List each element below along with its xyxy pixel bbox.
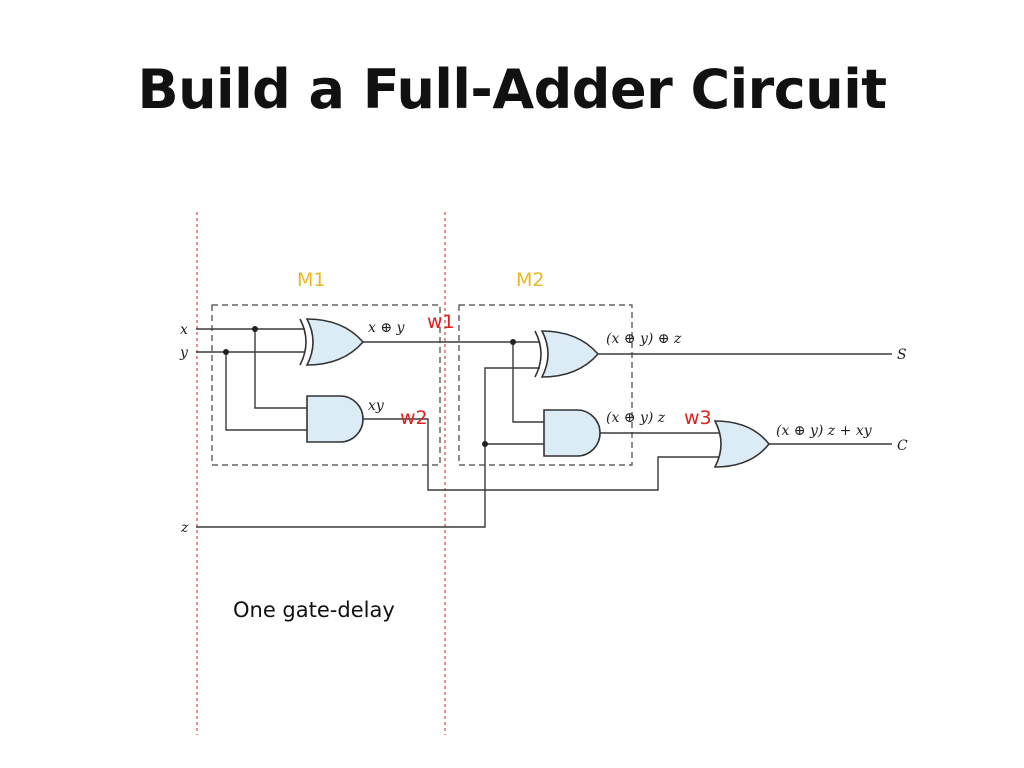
wire-label-w1: w1 (427, 311, 455, 333)
output-c-label: C (897, 438, 908, 454)
or-gate (713, 420, 771, 468)
and2-expression: (x ⊕ y) z (606, 410, 666, 426)
junction-w1 (510, 339, 516, 345)
gate-delay-caption: One gate-delay (233, 598, 395, 622)
module-label-m2: M2 (516, 269, 544, 291)
input-z-label: z (180, 520, 189, 536)
xor1-expression: x ⊕ y (368, 320, 406, 336)
wire-x-to-and1 (254, 329, 308, 409)
wire-label-w3: w3 (684, 407, 712, 429)
wires (196, 328, 892, 528)
xor-gate-2 (534, 330, 600, 378)
module-label-m1: M1 (297, 269, 325, 291)
junction-x (252, 326, 258, 332)
wire-y-to-and1 (225, 352, 308, 431)
junction-z (482, 441, 488, 447)
module-box-m1 (211, 304, 441, 466)
wire-z (196, 367, 540, 528)
and-gate-2 (543, 409, 601, 457)
wire-w2 (363, 418, 720, 491)
input-y-label: y (179, 345, 189, 361)
or-expression: (x ⊕ y) z + xy (776, 423, 873, 439)
wire-label-w2: w2 (400, 407, 428, 429)
junction-y (223, 349, 229, 355)
xor-gate-1 (299, 318, 365, 366)
input-x-label: x (180, 322, 188, 338)
module-box-m2 (458, 304, 633, 466)
and1-expression: xy (368, 398, 385, 414)
output-s-label: S (897, 347, 907, 363)
slide-title: Build a Full-Adder Circuit (137, 58, 887, 121)
xor2-expression: (x ⊕ y) ⊕ z (606, 331, 682, 347)
and-gate-1 (306, 395, 364, 443)
